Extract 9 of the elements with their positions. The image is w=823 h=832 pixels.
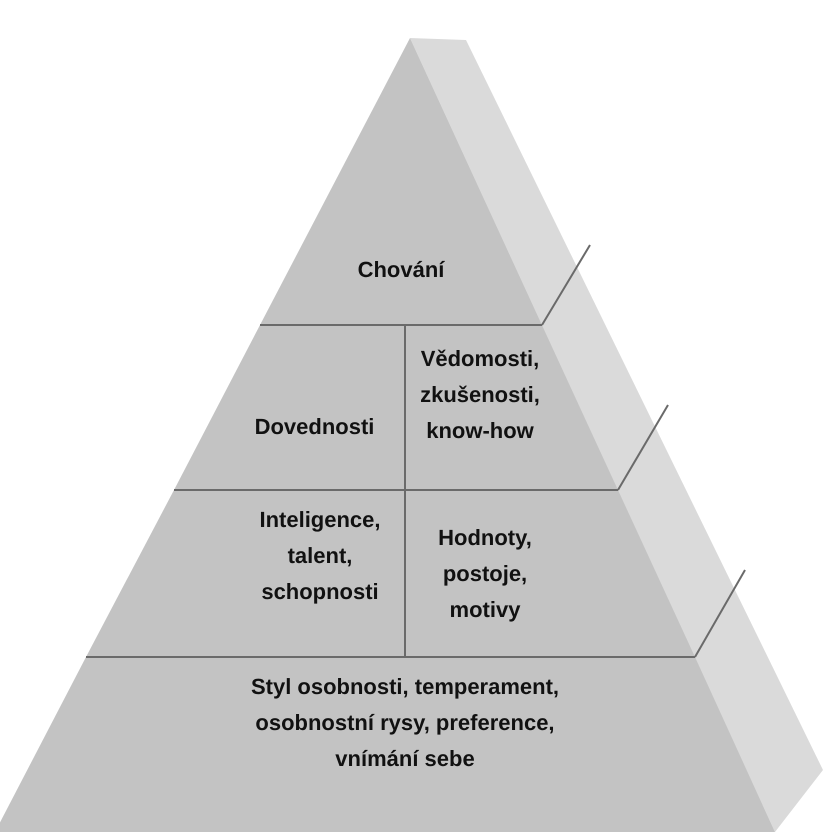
layer-label: Styl osobnosti, temperament, osobnostní rysy, preference, vnímání sebe bbox=[250, 673, 560, 773]
layer-label: Dovednosti bbox=[254, 413, 376, 441]
pyramid-layer bbox=[0, 657, 775, 832]
pyramid-layer bbox=[174, 325, 405, 490]
pyramid-layer bbox=[86, 490, 405, 657]
layer-label: Vědomosti, zkušenosti, know-how bbox=[419, 345, 541, 445]
layer-label: Chování bbox=[356, 256, 446, 284]
layer-label: Inteligence, talent, schopnosti bbox=[258, 506, 382, 606]
layer-label: Hodnoty, postoje, motivy bbox=[437, 524, 533, 624]
